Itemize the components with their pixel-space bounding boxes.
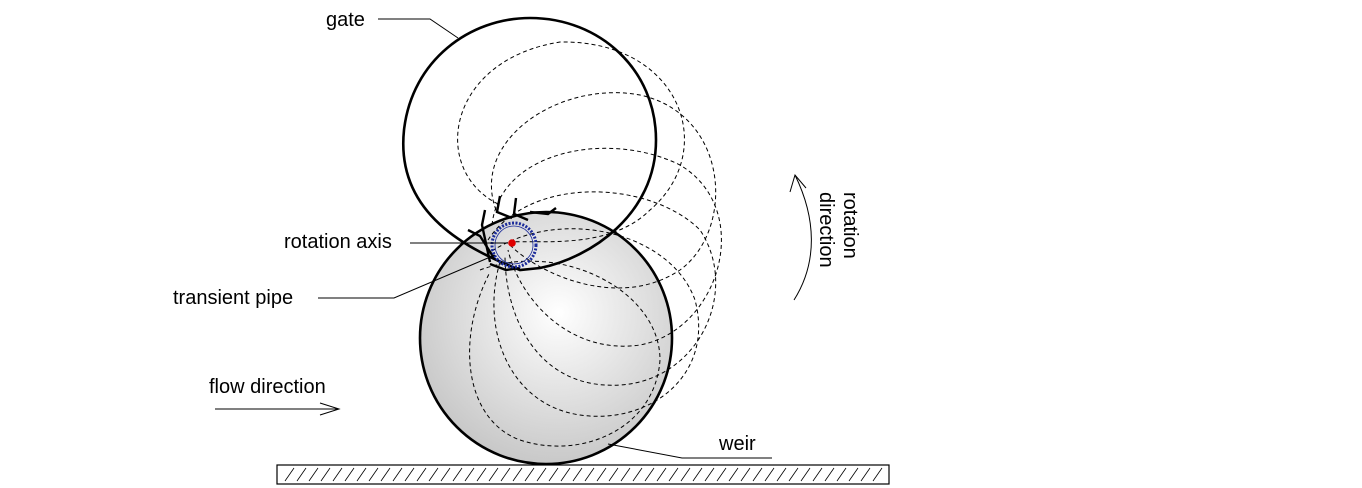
hatch-line [524,467,535,482]
hatch-line [788,467,799,482]
hatch-line [776,467,787,482]
flow-direction-label: flow direction [209,376,326,398]
hatch-line [356,467,367,482]
hatch-line [764,467,775,482]
foundation-hatching [284,467,883,482]
hatch-line [668,467,679,482]
hatch-line [620,467,631,482]
hatch-line [368,467,379,482]
transient-pipe-leader [318,254,496,299]
rotation-direction-line-2: direction [815,192,837,268]
gate-hinge-arms [467,195,557,272]
rotation-direction-arrow [789,173,812,301]
hatch-line [380,467,391,482]
hatch-line [704,467,715,482]
hatch-line [836,467,847,482]
gate-position-4 [487,191,717,386]
hatch-line [812,467,823,482]
hatch-line [728,467,739,482]
hatch-line [284,467,295,482]
hatch-line [440,467,451,482]
gate-position-2 [490,92,717,289]
transient-pipe-inner [494,225,534,265]
gate-position-5 [485,228,700,417]
hatch-line [716,467,727,482]
hatch-line [512,467,523,482]
hatch-line [392,467,403,482]
hatch-line [296,467,307,482]
hatch-line [872,467,883,482]
hatch-line [608,467,619,482]
hatch-line [500,467,511,482]
hatch-line [740,467,751,482]
gate-position-6 [469,260,661,447]
rotation-axis-label: rotation axis [284,231,392,253]
flow-direction-arrow [215,402,341,416]
transient-pipe-ring [490,221,538,269]
hatch-line [692,467,703,482]
hatch-line [404,467,415,482]
hatch-line [560,467,571,482]
gate-label: gate [326,9,365,31]
hatch-line [548,467,559,482]
rotation-axis-point [508,239,516,247]
hatch-line [488,467,499,482]
hatch-line [644,467,655,482]
gate-body [401,16,658,272]
gate-position-1 [457,41,685,243]
gate-intermediate-positions [457,41,722,447]
hatch-line [596,467,607,482]
hatch-line [680,467,691,482]
hatch-line [752,467,763,482]
foundation [276,464,890,485]
weir-body [418,210,674,466]
hatch-line [476,467,487,482]
gate-position-3 [491,147,722,347]
hatch-line [860,467,871,482]
hatch-line [344,467,355,482]
hatch-line [416,467,427,482]
hatch-line [572,467,583,482]
gate-leader [378,18,459,39]
hatch-line [632,467,643,482]
hatch-line [308,467,319,482]
hatch-line [584,467,595,482]
rotation-direction-label: rotation direction [815,192,861,268]
hatch-line [536,467,547,482]
transient-pipe-label: transient pipe [173,287,293,309]
hatch-line [848,467,859,482]
hatch-line [656,467,667,482]
hatch-line [824,467,835,482]
hatch-line [800,467,811,482]
weir-leader [607,443,772,459]
hatch-line [452,467,463,482]
hatch-line [320,467,331,482]
hatch-line [464,467,475,482]
rotation-direction-line-1: rotation [839,192,861,259]
weir-label: weir [718,433,756,455]
hatch-line [332,467,343,482]
hatch-line [428,467,439,482]
